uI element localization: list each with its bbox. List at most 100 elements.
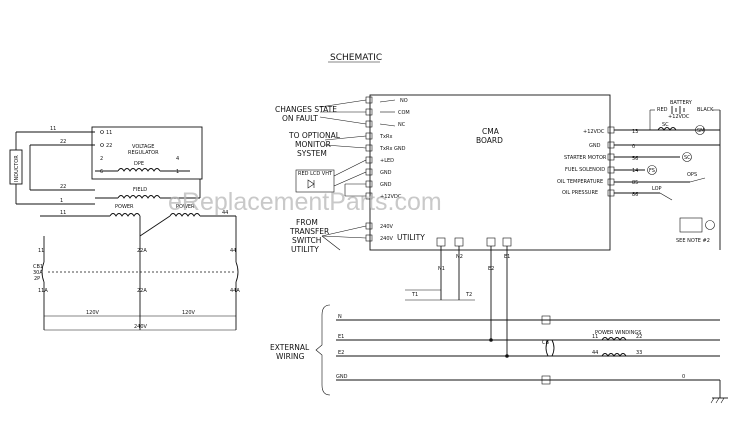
transfer-label-3: SWITCH (292, 236, 321, 245)
board-left-pins: NO COM NC TxRx TxRx GND +LED GND GND +12… (379, 98, 410, 242)
transfer-wire-1 (321, 225, 367, 237)
see-note-label: SEE NOTE #2 (676, 238, 710, 244)
power-coil-right (169, 213, 201, 217)
cma-board-label-1: CMA (482, 127, 500, 136)
wire-label-11-vert: 11 (38, 248, 44, 254)
pin-240v-2: 240V (380, 236, 394, 242)
pin-com: COM (398, 110, 410, 116)
rpin-gnd: GND (589, 143, 601, 149)
wire-label-11: 11 (50, 126, 56, 132)
power-tap-b (139, 215, 171, 237)
sc-relay (682, 152, 692, 162)
cb-label-3: 2P (34, 276, 40, 282)
led-diode (307, 179, 315, 189)
label-240v: 240V (134, 324, 148, 330)
winding-2 (601, 353, 627, 357)
rpin-oil-temp: OIL TEMPERATURE (557, 179, 603, 185)
pin-12vdc: +12VDC (380, 194, 402, 200)
term-r3 (607, 153, 615, 161)
voltage-regulator-label-2: REGULATOR (128, 150, 159, 156)
cb-contact-right (235, 261, 239, 283)
wire-label-44: 44 (222, 210, 228, 216)
term-l10 (365, 222, 373, 230)
relay-no (379, 99, 396, 103)
rwire-label-14: 14 (632, 168, 638, 174)
battery-12vdc: +12VDC (668, 114, 690, 120)
rpin-fuel-solenoid: FUEL SOLENOID (565, 167, 605, 173)
field-coil (117, 195, 161, 199)
winding-label-33: 33 (636, 350, 642, 356)
cb-label-2: 30A (33, 270, 43, 276)
wire-label-22a-b: 22A (137, 288, 147, 294)
pin-gnd-1: GND (380, 170, 392, 176)
reg-pin-11 (100, 130, 104, 134)
term-r5 (607, 178, 615, 186)
left-generator-section: INDUCTOR 11 22 22 1 VOLTAGE REGULATOR 11… (9, 126, 240, 331)
term-l2 (365, 108, 373, 116)
lop-label: LOP (652, 186, 662, 192)
winding-label-11: 11 (592, 334, 598, 340)
reg-pin-label-6: 6 (100, 169, 103, 175)
term-l4 (365, 132, 373, 140)
watermark: eReplacementParts.com (168, 188, 442, 216)
battery-label: BATTERY (670, 100, 693, 106)
ext-label-e1: E1 (338, 334, 344, 340)
power-right-label: POWER (176, 204, 195, 210)
pin-no: NO (400, 98, 408, 104)
reg-pin-label-22: 22 (106, 143, 112, 149)
cb-contact-label: CB (542, 340, 549, 346)
external-brace (315, 304, 331, 396)
rwire-label-0: 0 (632, 144, 635, 150)
sc-coil (657, 127, 677, 131)
ext-label-n: N (338, 314, 342, 320)
wire-label-n1: N1 (438, 266, 445, 272)
cb-label-1: CB1 (33, 264, 43, 270)
term-b4 (502, 237, 512, 247)
ext-term-n (541, 315, 551, 325)
changes-state-label-1: CHANGES STATE (275, 105, 337, 114)
winding-label-0: 0 (682, 374, 685, 380)
ext-term-gnd (541, 375, 551, 385)
ext-label-gnd: GND (336, 374, 348, 380)
ops-switch (689, 177, 706, 183)
arrow-no (319, 99, 367, 108)
term-b2 (454, 237, 464, 247)
dpe-label: DPE (134, 161, 144, 167)
inductor-label: INDUCTOR (14, 155, 20, 182)
arrow-nc (319, 116, 367, 125)
rwire-label-86: 86 (632, 192, 638, 198)
pin-txrx-gnd: TxRx GND (379, 146, 406, 152)
transfer-label-4: UTILITY (291, 245, 319, 254)
reg-pin-label-2: 2 (100, 156, 103, 162)
wire-label-e2: E2 (488, 266, 494, 272)
junction-e2 (489, 338, 493, 342)
wire-label-44a: 44A (230, 288, 240, 294)
led-box (295, 169, 335, 193)
wire-label-22a: 22A (137, 248, 147, 254)
transfer-label-2: TRANSFER (289, 227, 329, 236)
cma-board-label-2: BOARD (476, 136, 503, 145)
lop-switch (659, 192, 673, 201)
wire-label-22b: 22 (60, 184, 66, 190)
wire-label-11a: 11A (38, 288, 48, 294)
sm-label: SM (697, 128, 705, 134)
right-section: +12VDC GND STARTER MOTOR FUEL SOLENOID O… (557, 100, 721, 250)
ext-label-e2: E2 (338, 350, 344, 356)
rwire-label-13: 13 (632, 129, 638, 135)
reg-pin-label-4: 4 (176, 156, 179, 162)
reg-pin-label-11: 11 (106, 130, 112, 136)
wire-label-11b: 11 (60, 210, 66, 216)
fuse-label-t1: T1 (411, 292, 418, 298)
ground-hatch-2 (715, 397, 720, 404)
external-wiring-section: EXTERNAL WIRING N E1 E2 GND CB POWER WIN… (270, 304, 728, 404)
ops-label: OPS (687, 172, 697, 178)
pin-led: +LED (380, 158, 394, 164)
power-windings-label: POWER WINDINGS (595, 330, 641, 336)
cb-contact-a (545, 339, 549, 357)
wire-label-e1: E1 (504, 254, 510, 260)
term-r4 (607, 166, 615, 174)
battery-black: BLACK (697, 107, 714, 113)
term-l1 (365, 96, 373, 104)
cb-contact-b (551, 339, 555, 357)
